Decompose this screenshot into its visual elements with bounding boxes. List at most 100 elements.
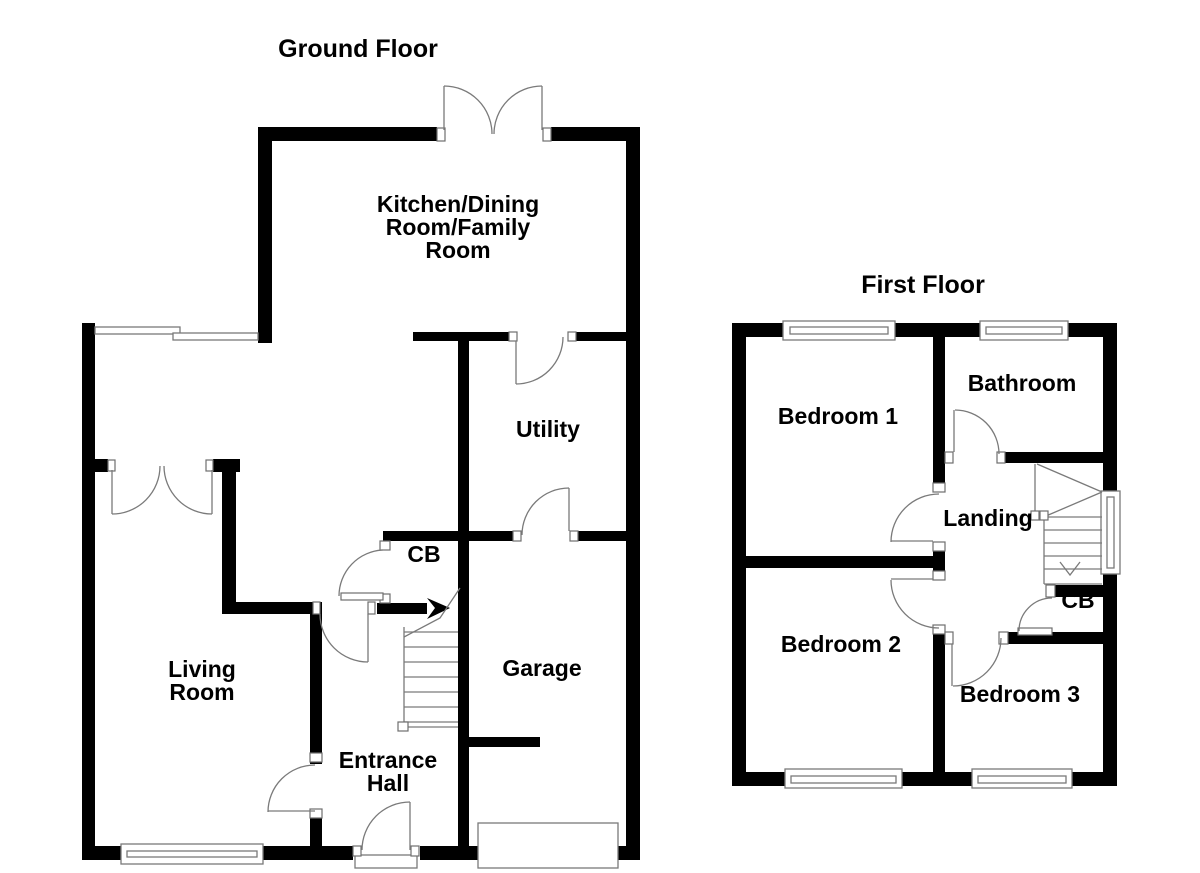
label-utility: Utility — [516, 416, 580, 442]
cupboard-door-first — [1018, 597, 1053, 632]
family-room-window — [172, 332, 259, 341]
utility-door-jamb — [569, 530, 579, 542]
ground-floor-plan: Ground Floor Kitchen/Dining Room/Family … — [82, 35, 640, 869]
label-kitchen: Room — [425, 237, 490, 263]
label-living-room: Living — [168, 656, 236, 682]
bathroom-window-inner — [985, 326, 1063, 335]
stairs-up-arrow-icon — [427, 598, 450, 619]
label-kitchen: Kitchen/Dining — [377, 191, 539, 217]
hall-door-jamb — [312, 601, 321, 615]
bedroom3-window-inner — [977, 775, 1067, 784]
hall-door — [319, 613, 369, 663]
wall-segment — [732, 323, 746, 786]
wall-segment — [626, 127, 640, 860]
bedroom2-door — [890, 579, 940, 629]
bedroom1-door-jamb — [932, 482, 946, 493]
bathroom-door-jamb — [996, 451, 1006, 464]
ground-floor-stairs — [397, 587, 461, 732]
cupboard-door-leaf-first — [1017, 627, 1053, 636]
wall-segment — [458, 332, 469, 846]
label-bedroom3: Bedroom 3 — [960, 681, 1080, 707]
living-room-double-doors — [111, 465, 161, 515]
ground-floor-windows — [94, 326, 619, 869]
wall-segment — [383, 531, 513, 541]
label-bathroom: Bathroom — [968, 370, 1077, 396]
wall-segment — [222, 602, 313, 614]
wall-segment — [377, 603, 427, 614]
wall-segment — [413, 332, 509, 341]
label-bedroom1: Bedroom 1 — [778, 403, 898, 429]
bedroom3-door — [952, 637, 1002, 687]
label-cupboard-ground: CB — [407, 541, 440, 567]
bedroom3-door-jamb — [944, 631, 954, 645]
ground-floor-walls — [82, 127, 640, 860]
bedroom3-door-jamb — [998, 631, 1009, 645]
wall-segment — [1050, 585, 1103, 597]
front-door-jamb — [352, 845, 362, 857]
wall-segment — [618, 846, 640, 860]
wall-segment — [578, 531, 626, 541]
bathroom-door — [954, 409, 1000, 455]
utility-door-jamb — [512, 530, 522, 542]
bedroom1-window-inner — [789, 326, 889, 335]
wall-segment — [258, 127, 437, 141]
label-entrance-hall: Hall — [367, 770, 409, 796]
label-entrance-hall: Entrance — [339, 747, 437, 773]
living-room-window-inner — [126, 850, 258, 858]
wall-segment — [732, 772, 785, 786]
bedroom1-door-jamb — [932, 541, 946, 552]
wall-segment — [895, 323, 980, 337]
utility-door-jamb — [508, 331, 518, 342]
wall-segment — [1103, 323, 1117, 491]
first-floor-title: First Floor — [861, 271, 985, 299]
wall-segment — [90, 459, 108, 472]
wall-segment — [263, 846, 353, 860]
label-landing: Landing — [943, 505, 1032, 531]
landing-window-inner — [1106, 496, 1115, 569]
first-floor-doors — [890, 409, 1056, 687]
label-garage: Garage — [502, 655, 581, 681]
french-doors — [443, 85, 493, 135]
living-room-double-doors — [163, 465, 213, 515]
wall-segment — [1005, 452, 1103, 463]
ground-floor-title: Ground Floor — [278, 35, 438, 63]
wall-segment — [310, 602, 322, 764]
stair-break-line — [403, 587, 461, 638]
french-doors — [493, 85, 543, 135]
french-door-jamb — [436, 127, 446, 142]
label-cupboard-first: CB — [1061, 587, 1094, 613]
cupboard-door-jamb-first — [1045, 584, 1056, 598]
living-room-door-jamb — [309, 752, 323, 763]
front-door-threshold — [354, 854, 418, 869]
stair-winder — [1045, 491, 1103, 517]
wall-segment — [933, 335, 945, 483]
first-floor-stairs — [1030, 463, 1103, 585]
family-room-window — [94, 326, 181, 335]
wall-segment — [933, 634, 945, 772]
cupboard-door-leaf — [340, 592, 384, 601]
wall-segment — [468, 737, 540, 747]
utility-top-door — [515, 336, 564, 385]
utility-door-jamb — [567, 331, 577, 342]
label-living-room: Room — [169, 679, 234, 705]
bathroom-door-jamb — [944, 451, 954, 464]
label-bedroom2: Bedroom 2 — [781, 631, 901, 657]
stair-direction-arrow-icon — [1059, 561, 1081, 577]
wall-segment — [420, 846, 478, 860]
hall-door-jamb — [367, 601, 376, 615]
front-door — [361, 801, 411, 851]
living-room-double-door-jamb — [205, 459, 214, 472]
first-floor-walls — [732, 323, 1117, 786]
bedroom2-door-jamb — [932, 624, 946, 635]
first-floor-labels: First Floor Bedroom 1 Bathroom Landing C… — [778, 271, 1095, 707]
living-room-door — [267, 764, 316, 813]
wall-segment — [576, 332, 626, 341]
cupboard-door-jamb — [379, 540, 391, 551]
wall-segment — [1103, 574, 1117, 786]
first-floor-plan: First Floor Bedroom 1 Bathroom Landing C… — [732, 271, 1121, 789]
ground-floor-labels: Ground Floor Kitchen/Dining Room/Family … — [168, 35, 582, 796]
utility-bottom-door — [521, 487, 570, 536]
garage-door — [477, 822, 619, 869]
wall-segment — [551, 127, 640, 141]
bedroom2-window-inner — [790, 775, 897, 784]
